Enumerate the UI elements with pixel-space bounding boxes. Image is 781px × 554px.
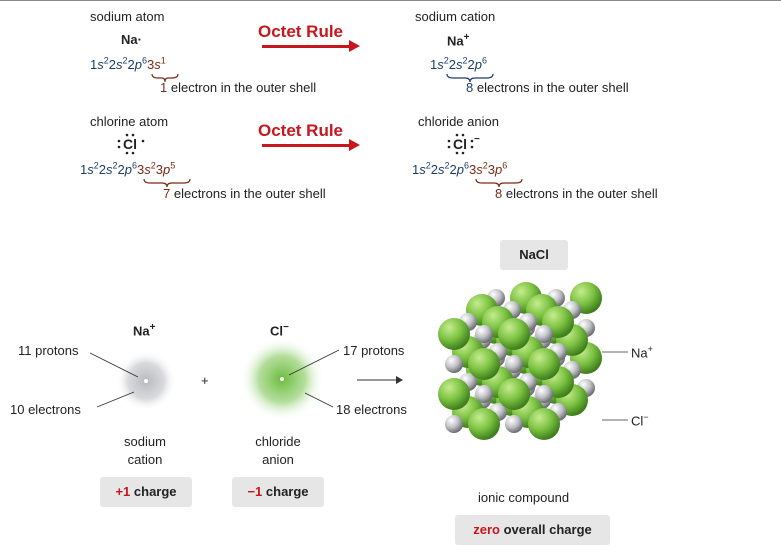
cl-electrons-label: 18 electrons xyxy=(336,402,407,417)
lattice-leaders xyxy=(602,351,628,421)
lattice-cl-label: Cl− xyxy=(631,412,649,429)
sodium-ion-sphere xyxy=(445,355,463,373)
sodium-ion-sphere xyxy=(535,385,553,403)
chloride-ion-sphere xyxy=(468,348,500,380)
plus-sign: + xyxy=(201,373,209,388)
sodium-ion-sphere xyxy=(535,325,553,343)
reaction-arrow-head xyxy=(396,376,403,384)
sodium-ion-sphere xyxy=(505,415,523,433)
zero-charge-badge: zero overall charge xyxy=(455,515,610,545)
sodium-atom-symbol: Na· xyxy=(121,32,142,47)
sodium-cation-config: 1s22s22p6 xyxy=(430,55,487,72)
cl-protons-label: 17 protons xyxy=(343,343,405,358)
cl-ion-symbol: Cl− xyxy=(270,322,289,339)
octet-arrow-2 xyxy=(262,144,350,147)
chloride-anion-note: 8 electrons in the outer shell xyxy=(495,186,658,201)
chloride-anion-title: chloride anion xyxy=(418,114,499,129)
sodium-cation-note: 8 electrons in the outer shell xyxy=(466,80,629,95)
chloride-ion-sphere xyxy=(438,318,470,350)
lattice-na-label: Na+ xyxy=(631,344,653,361)
chloride-anion-charge: − xyxy=(474,134,480,145)
octet-arrow-2-head xyxy=(349,139,360,151)
cl-charge-badge: −1 charge xyxy=(232,477,324,507)
sodium-nucleus xyxy=(144,379,148,383)
chlorine-atom-note: 7 electrons in the outer shell xyxy=(163,186,326,201)
sodium-cation-title: sodium cation xyxy=(415,9,496,24)
chlorine-atom-lewis: Cl xyxy=(117,133,145,155)
sodium-ion-sphere xyxy=(475,325,493,343)
sodium-outer-brace xyxy=(151,73,179,83)
octet-arrow-1 xyxy=(262,45,350,48)
chlorine-atom-symbol: Cl xyxy=(123,136,137,152)
sodium-ion-sphere xyxy=(445,415,463,433)
sodium-ion-sphere xyxy=(505,355,523,373)
ion-diagram xyxy=(89,337,403,421)
na-protons-label: 11 protons xyxy=(18,343,79,358)
chloride-nucleus xyxy=(280,377,284,381)
na-protons-leader xyxy=(89,352,139,378)
chloride-ion-sphere xyxy=(438,378,470,410)
chlorine-atom-brace xyxy=(143,178,191,188)
sodium-atom-note: 1 electron in the outer shell xyxy=(160,80,317,95)
chloride-anion-config: 1s22s22p63s23p6 xyxy=(412,160,508,177)
sodium-cation-symbol: Na+ xyxy=(447,32,470,49)
cl-electrons-leader xyxy=(304,392,334,408)
chloride-anion-brace xyxy=(475,178,523,188)
chloride-ion-sphere xyxy=(468,408,500,440)
na-ion-symbol: Na+ xyxy=(133,322,156,339)
octet-arrow-1-head xyxy=(349,40,360,52)
chloride-ion-sphere xyxy=(528,408,560,440)
chloride-ion-sphere xyxy=(498,318,530,350)
nacl-formula-badge: NaCl xyxy=(500,240,568,270)
na-electrons-leader xyxy=(96,391,135,408)
chloride-ion-sphere xyxy=(528,348,560,380)
chlorine-atom-config: 1s22s22p63s23p5 xyxy=(80,160,176,177)
chlorine-atom-title: chlorine atom xyxy=(90,114,169,129)
sodium-atom-config: 1s22s22p63s1 xyxy=(90,55,166,72)
cl-protons-leader xyxy=(288,349,340,376)
octet-rule-label-1: Octet Rule xyxy=(258,22,344,41)
chloride-anion-symbol: Cl xyxy=(453,136,467,152)
na-charge-badge: +1 charge xyxy=(100,477,192,507)
octet-rule-label-2: Octet Rule xyxy=(258,121,344,140)
ionic-compound-caption: ionic compound xyxy=(478,490,570,505)
sodium-ion-sphere xyxy=(475,385,493,403)
chloride-ion-sphere xyxy=(498,378,530,410)
chloride-anion-lewis: Cl − xyxy=(447,133,480,155)
nacl-crystal-lattice xyxy=(438,282,602,440)
sodium-atom-title: sodium atom xyxy=(90,9,165,24)
sodium-cation-brace xyxy=(446,73,494,83)
top-divider xyxy=(0,0,781,1)
na-electrons-label: 10 electrons xyxy=(10,402,81,417)
